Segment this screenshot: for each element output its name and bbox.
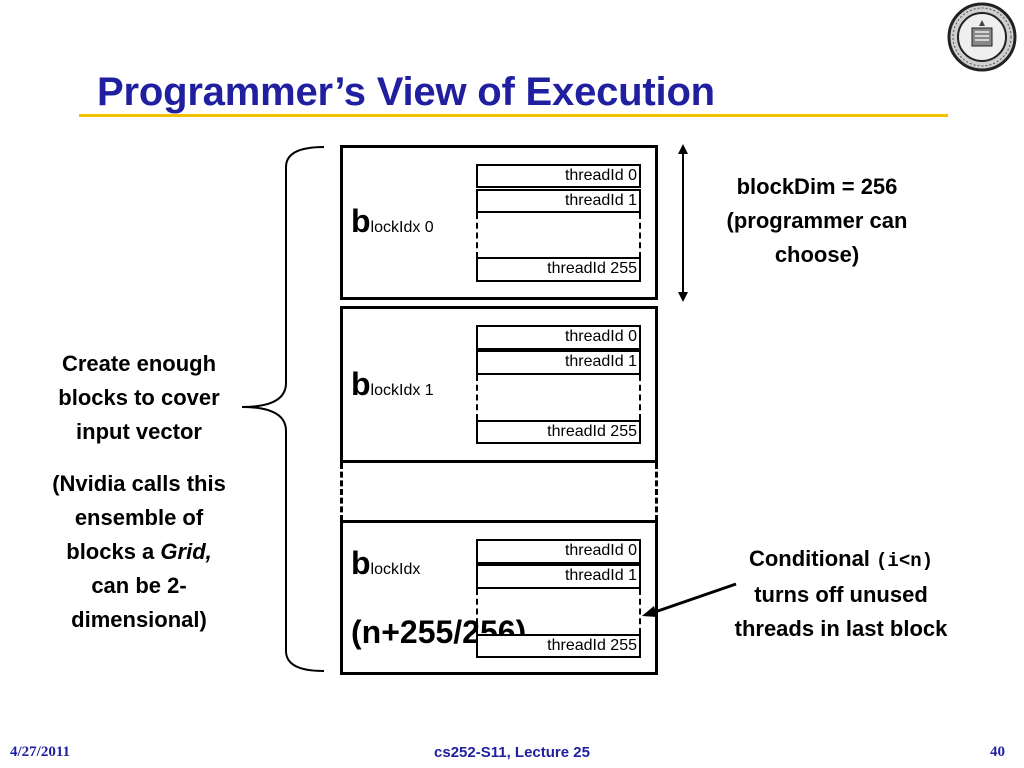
thread-cell: threadId 0	[476, 539, 641, 564]
grid-ellipsis-right	[655, 463, 661, 521]
thread-cell: threadId 0	[476, 164, 641, 188]
blocks-note: Create enough blocks to cover input vect…	[58, 351, 220, 444]
university-seal-icon	[947, 2, 1017, 72]
footer-course: cs252-S11, Lecture 25	[434, 744, 590, 761]
footer-page-number: 40	[990, 744, 1005, 760]
grid-brace	[241, 146, 325, 672]
block-1-label: blockIdx 1	[351, 366, 434, 402]
thread-cell: threadId 1	[476, 189, 641, 213]
thread-gap-left	[476, 375, 478, 420]
thread-cell: threadId 0	[476, 325, 641, 350]
title-underline	[79, 114, 948, 117]
footer-date: 4/27/2011	[10, 744, 71, 760]
slide-title: Programmer’s View of Execution	[97, 70, 715, 114]
block-0-label: blockIdx 0	[351, 203, 434, 239]
thread-cell: threadId 255	[476, 257, 641, 282]
blockdim-note: blockDim = 256 (programmer can choose)	[726, 174, 908, 267]
thread-cell: threadId 255	[476, 420, 641, 444]
blockdim-double-arrow-icon	[678, 144, 688, 302]
thread-cell: threadId 255	[476, 634, 641, 658]
thread-gap-right	[639, 213, 641, 258]
thread-gap-left	[476, 589, 478, 634]
conditional-arrow-icon	[642, 582, 737, 617]
thread-gap-right	[639, 589, 641, 634]
conditional-note: Conditional (i<n) turns off unused threa…	[734, 546, 948, 641]
thread-cell: threadId 1	[476, 564, 641, 589]
thread-gap-right	[639, 375, 641, 420]
thread-cell: threadId 1	[476, 350, 641, 375]
grid-note: (Nvidia calls this ensemble of blocks a …	[52, 471, 226, 632]
block-last-label: blockIdx	[351, 545, 421, 581]
thread-gap-left	[476, 213, 478, 258]
grid-ellipsis-left	[340, 463, 346, 521]
